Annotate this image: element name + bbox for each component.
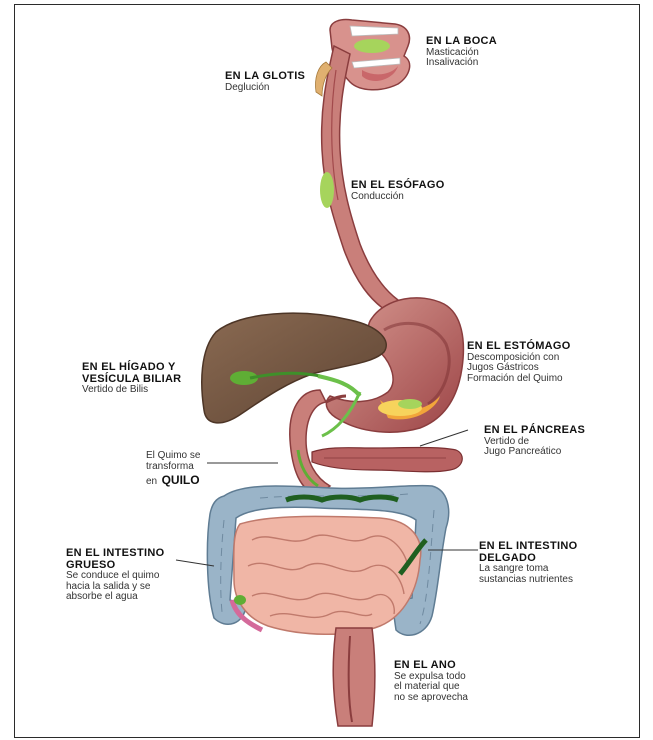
label-pancreas-line-2: Jugo Pancreático xyxy=(484,447,585,458)
label-boca: EN LA BOCA Masticación Insalivación xyxy=(426,36,497,69)
label-estomago-title: EN EL ESTÓMAGO xyxy=(467,341,571,353)
food-bolus-mouth xyxy=(354,39,390,53)
label-estomago: EN EL ESTÓMAGO Descomposición con Jugos … xyxy=(467,341,571,384)
label-quimo-line-3: en QUILO xyxy=(146,472,200,489)
label-glotis-line-1: Deglución xyxy=(225,83,305,94)
label-esofago: EN EL ESÓFAGO Conducción xyxy=(351,180,445,202)
label-ano-line-2: el material que xyxy=(394,682,468,693)
label-ano-line-3: no se aprovecha xyxy=(394,693,468,704)
label-quimo-line-2: transforma xyxy=(146,462,200,473)
pancreas-leader-line xyxy=(420,430,468,446)
label-ano-title: EN EL ANO xyxy=(394,660,468,672)
label-esofago-line-1: Conducción xyxy=(351,192,445,203)
label-quimo-quilo: El Quimo se transforma en QUILO xyxy=(146,451,200,489)
label-quilo-highlight: QUILO xyxy=(162,473,200,487)
label-quimo-line-1: El Quimo se xyxy=(146,451,200,462)
label-intestino-delgado: EN EL INTESTINO DELGADO La sangre toma s… xyxy=(479,541,577,585)
label-boca-line-2: Insalivación xyxy=(426,58,497,69)
label-boca-title: EN LA BOCA xyxy=(426,36,497,48)
label-glotis: EN LA GLOTIS Deglución xyxy=(225,71,305,93)
label-estomago-line-3: Formación del Quimo xyxy=(467,374,571,385)
label-ano: EN EL ANO Se expulsa todo el material qu… xyxy=(394,660,468,703)
label-quimo-prefix: en xyxy=(146,476,157,487)
label-higado-title-1: EN EL HÍGADO Y xyxy=(82,362,181,374)
label-higado-line-1: Vertido de Bilis xyxy=(82,385,181,396)
label-glotis-title: EN LA GLOTIS xyxy=(225,71,305,83)
label-esofago-title: EN EL ESÓFAGO xyxy=(351,180,445,192)
label-estomago-line-2: Jugos Gástricos xyxy=(467,363,571,374)
label-higado: EN EL HÍGADO Y VESÍCULA BILIAR Vertido d… xyxy=(82,362,181,396)
label-delgado-line-2: sustancias nutrientes xyxy=(479,575,577,586)
chyme-stomach xyxy=(398,399,422,409)
food-bolus-esophagus xyxy=(320,172,334,208)
label-grueso-title-1: EN EL INTESTINO xyxy=(66,548,164,560)
label-pancreas-title: EN EL PÁNCREAS xyxy=(484,425,585,437)
pancreas-shape xyxy=(312,448,462,472)
label-delgado-title-1: EN EL INTESTINO xyxy=(479,541,577,553)
rectum-shape xyxy=(333,628,375,726)
label-grueso-line-3: absorbe el agua xyxy=(66,592,164,603)
label-pancreas: EN EL PÁNCREAS Vertido de Jugo Pancreáti… xyxy=(484,425,585,458)
label-intestino-grueso: EN EL INTESTINO GRUESO Se conduce el qui… xyxy=(66,548,164,603)
